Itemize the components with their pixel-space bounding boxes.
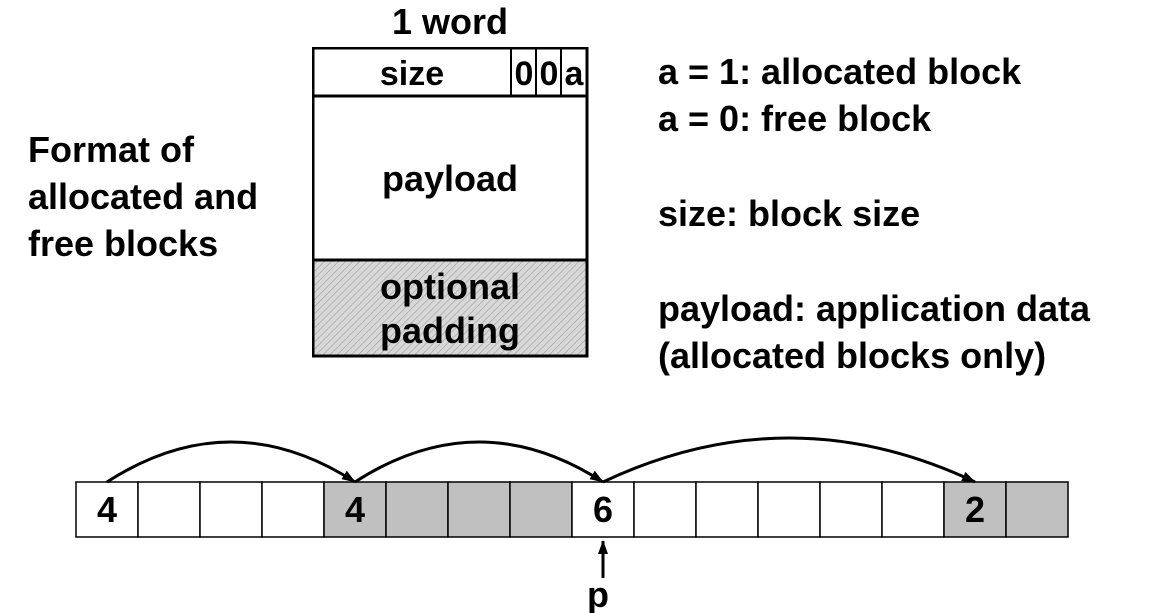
header-bit: 0 bbox=[540, 55, 559, 93]
legend-payload: payload: application data bbox=[658, 288, 1091, 329]
format-caption-line: Format of bbox=[28, 129, 194, 170]
next-block-arrow bbox=[602, 436, 976, 484]
heap-cells: 4 4 6 2 bbox=[75, 481, 1069, 538]
heap-header-value: 2 bbox=[965, 489, 985, 530]
legend-size: size: block size bbox=[658, 193, 921, 234]
block-format-diagram: size 0 0 a payload optional padding bbox=[312, 47, 589, 358]
heap-pointer: p bbox=[587, 540, 609, 613]
legend-payload-note: (allocated blocks only) bbox=[658, 335, 1047, 376]
legend-allocated: a = 1: allocated block bbox=[658, 51, 1022, 92]
heap-word-free bbox=[819, 481, 883, 538]
word-label: 1 word bbox=[391, 1, 508, 42]
block-outline bbox=[312, 47, 589, 358]
heap-word-allocated bbox=[447, 481, 511, 538]
heap-word-free bbox=[261, 481, 325, 538]
legend: a = 1: allocated block a = 0: free block… bbox=[658, 48, 1090, 379]
header-bit: 0 bbox=[515, 55, 534, 93]
format-caption-line: allocated and bbox=[28, 176, 259, 217]
heap-word-allocated bbox=[385, 481, 449, 538]
next-block-arrow bbox=[106, 440, 356, 484]
legend-free: a = 0: free block bbox=[658, 98, 932, 139]
padding-label: padding bbox=[380, 310, 520, 351]
payload-label: payload bbox=[382, 158, 518, 199]
heap-word-free bbox=[757, 481, 821, 538]
header-size-label: size bbox=[380, 55, 444, 93]
heap-word-free bbox=[881, 481, 945, 538]
format-caption-line: free blocks bbox=[28, 223, 219, 264]
padding-area bbox=[313, 260, 587, 356]
heap-header-value: 6 bbox=[593, 489, 613, 530]
heap-word-free bbox=[633, 481, 697, 538]
padding-label: optional bbox=[380, 266, 520, 307]
heap-header-value: 4 bbox=[97, 489, 117, 530]
heap-links bbox=[106, 436, 976, 484]
pointer-label: p bbox=[587, 574, 609, 613]
heap-word-free bbox=[137, 481, 201, 538]
heap-word-free bbox=[199, 481, 263, 538]
heap-word-allocated bbox=[1005, 481, 1069, 538]
heap-word-allocated bbox=[509, 481, 573, 538]
heap-header-value: 4 bbox=[345, 489, 365, 530]
next-block-arrow bbox=[354, 440, 604, 484]
heap-diagram: 4 4 6 2 p bbox=[75, 436, 1069, 613]
heap-word-free bbox=[75, 481, 139, 538]
header-bit: a bbox=[565, 55, 585, 93]
format-caption: Format of allocated and free blocks bbox=[28, 126, 258, 267]
heap-word-free bbox=[695, 481, 759, 538]
